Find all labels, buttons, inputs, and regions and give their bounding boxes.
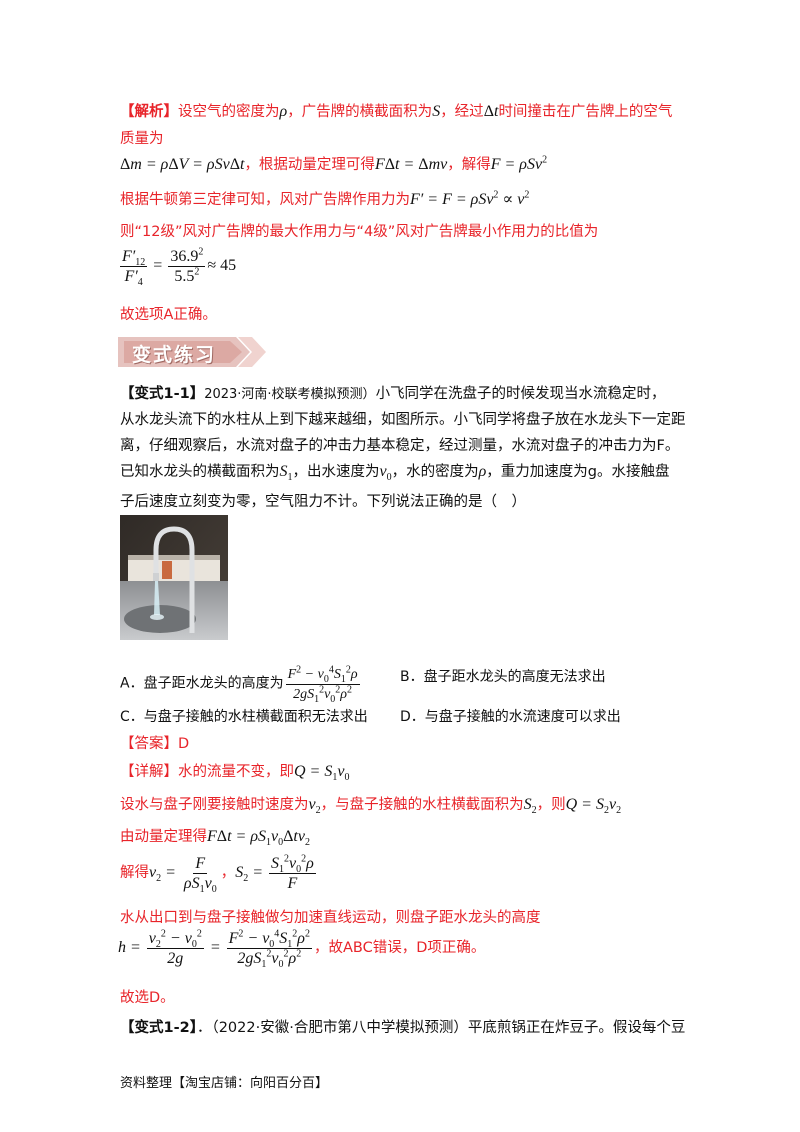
answer-value: D: [178, 736, 190, 752]
detail-line-1: 【详解】水的流量不变，即Q = S1v0: [120, 763, 350, 784]
q2-tag: 【变式1-2】: [120, 1020, 197, 1036]
q1-line-4: 已知水龙头的横截面积为S1，出水速度为v0，水的密度为ρ，重力加速度为g。水接触…: [120, 463, 670, 484]
equation-mass: Δm = ρΔV = ρSvΔt: [120, 156, 245, 173]
faucet-image-icon: [120, 515, 228, 640]
faucet-photo: [120, 515, 228, 640]
option-b[interactable]: B．盘子距水龙头的高度无法求出: [400, 669, 606, 685]
q1-line-5: 子后速度立刻变为零，空气阻力不计。下列说法正确的是（ ）: [120, 494, 526, 510]
equation-momentum: FΔt = Δmv: [374, 156, 448, 173]
detail-line-2: 设水与盘子刚要接触时速度为v2，与盘子接触的水柱横截面积为S2，则Q = S2v…: [120, 796, 622, 817]
page-footer: 资料整理【淘宝店铺：向阳百分百】: [120, 1076, 329, 1091]
option-c[interactable]: C．与盘子接触的水柱横截面积无法求出: [120, 709, 368, 725]
banner-title: 变式练习: [132, 344, 217, 366]
q1-tag: 【变式1-1】: [120, 386, 205, 402]
detail-line-7: 故选D。: [120, 990, 175, 1006]
option-d[interactable]: D．与盘子接触的水流速度可以求出: [400, 709, 621, 725]
q1-line-1: 【变式1-1】2023·河南·校联考模拟预测）小飞同学在洗盘子的时候发现当水流稳…: [120, 386, 666, 402]
detail-line-3: 由动量定理得FΔt = ρS1v0Δtv2: [120, 828, 310, 849]
practice-banner: 变式练习: [118, 335, 268, 369]
analysis-conclusion: 故选项A正确。: [120, 307, 217, 323]
answer-tag: 【答案】: [120, 736, 178, 752]
answer-line: 【答案】D: [120, 732, 189, 753]
banner-arrow-icon: [118, 337, 266, 367]
q2-line-1: 【变式1-2】．（2022·安徽·合肥市第八中学模拟预测）平底煎锅正在炸豆子。假…: [120, 1020, 686, 1036]
analysis-line-2: 质量为: [120, 131, 164, 147]
q1-line-2: 从水龙头流下的水柱从上到下越来越细，如图所示。小飞同学将盘子放在水龙头下一定距: [120, 412, 686, 428]
analysis-line-5: 则“12级”风对广告牌的最大作用力与“4级”风对广告牌最小作用力的比值为: [120, 224, 599, 240]
analysis-line-4: 根据牛顿第三定律可知，风对广告牌作用力为F′ = F = ρSv2 ∝ v2: [120, 189, 530, 208]
symbol-rho: ρ: [279, 103, 288, 120]
q1-line-3: 离，仔细观察后，水流对盘子的冲击力基本稳定，经过测量，水流对盘子的冲击力为F。: [120, 438, 680, 454]
equation-newton-third: F′ = F = ρSv2 ∝ v2: [410, 189, 530, 208]
analysis-line-3: Δm = ρΔV = ρSvΔt，根据动量定理可得FΔt = Δmv，解得F =…: [120, 154, 548, 173]
detail-tag: 【详解】: [120, 764, 178, 780]
equation-force: F = ρSv2: [490, 154, 548, 173]
detail-line-5: 水从出口到与盘子接触做匀加速直线运动，则盘子距水龙头的高度: [120, 910, 541, 926]
analysis-line-1: 【解析】设空气的密度为ρ，广告牌的横截面积为S，经过Δt时间撞击在广告牌上的空气: [120, 103, 673, 120]
analysis-tag: 【解析】: [120, 104, 178, 120]
